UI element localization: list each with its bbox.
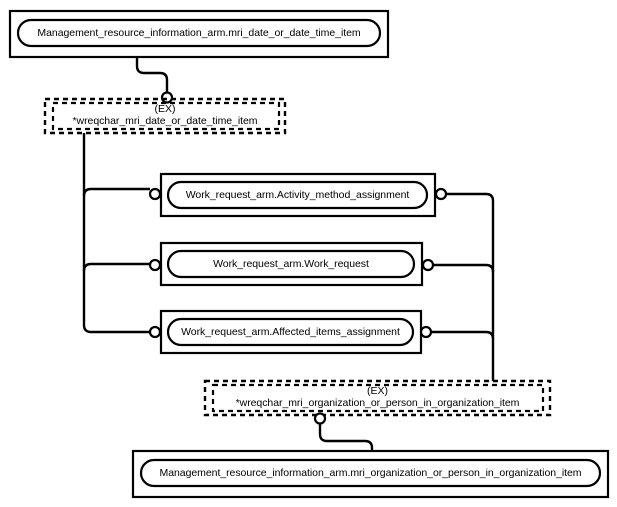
external-marker-ex-top: (EX) <box>154 102 176 115</box>
connector-circle-work-request-right <box>421 258 435 272</box>
connector-activity-method-assignment-to-ex2 <box>446 192 495 381</box>
node-inner-rounded-work-request-arm-work-request <box>166 249 416 279</box>
node-inner-dashed-wreqchar-mri-date-or-date-time-item <box>51 101 281 131</box>
connector-affected-items-assignment-to-ex2 <box>431 330 495 340</box>
connector-ex1-branch-work-request <box>82 262 150 272</box>
connector-circle-work-request-left <box>148 258 162 272</box>
connector-circle-affected-items-assignment-right <box>419 325 433 339</box>
connector-circle-activity-method-assignment-right <box>434 187 448 201</box>
node-box-wreqchar-mri-date-or-date-time-item <box>43 97 287 135</box>
connector-circle-activity-method-assignment-left <box>148 187 162 201</box>
node-inner-rounded-work-request-arm-activity-method-assignment <box>166 180 429 210</box>
connector-ex1-left-bus <box>82 133 150 334</box>
connector-ex2-to-bottom <box>318 423 374 451</box>
node-inner-rounded-mri-organization-or-person-in-organization-item <box>139 458 602 488</box>
node-inner-rounded-mri-date-or-date-time-item <box>16 18 382 48</box>
node-inner-dashed-wreqchar-mri-organization-or-person-in-organization-item <box>211 383 545 413</box>
node-label-wreqchar-mri-date-or-date-time-item-stack: (EX) *wreqchar_mri_date_or_date_time_ite… <box>45 96 285 134</box>
connector-ex1-branch-activity-method-assignment <box>82 187 150 197</box>
node-label-wreqchar-mri-organization-or-person-in-organization-item-stack: (EX) *wreqchar_mri_organization_or_perso… <box>205 378 550 416</box>
node-label-wreqchar-mri-date-or-date-time-item: *wreqchar_mri_date_or_date_time_item <box>72 115 258 127</box>
connector-top-to-ex1 <box>135 57 169 93</box>
node-inner-rounded-work-request-arm-affected-items-assignment <box>166 317 415 347</box>
connector-work-request-to-ex2 <box>433 263 495 273</box>
node-label-wreqchar-mri-organization-or-person-in-organization-item: *wreqchar_mri_organization_or_person_in_… <box>235 397 520 409</box>
node-box-wreqchar-mri-organization-or-person-in-organization-item <box>203 379 552 417</box>
external-marker-ex-bottom: (EX) <box>367 384 388 397</box>
connector-circle-affected-items-assignment-left <box>148 325 162 339</box>
